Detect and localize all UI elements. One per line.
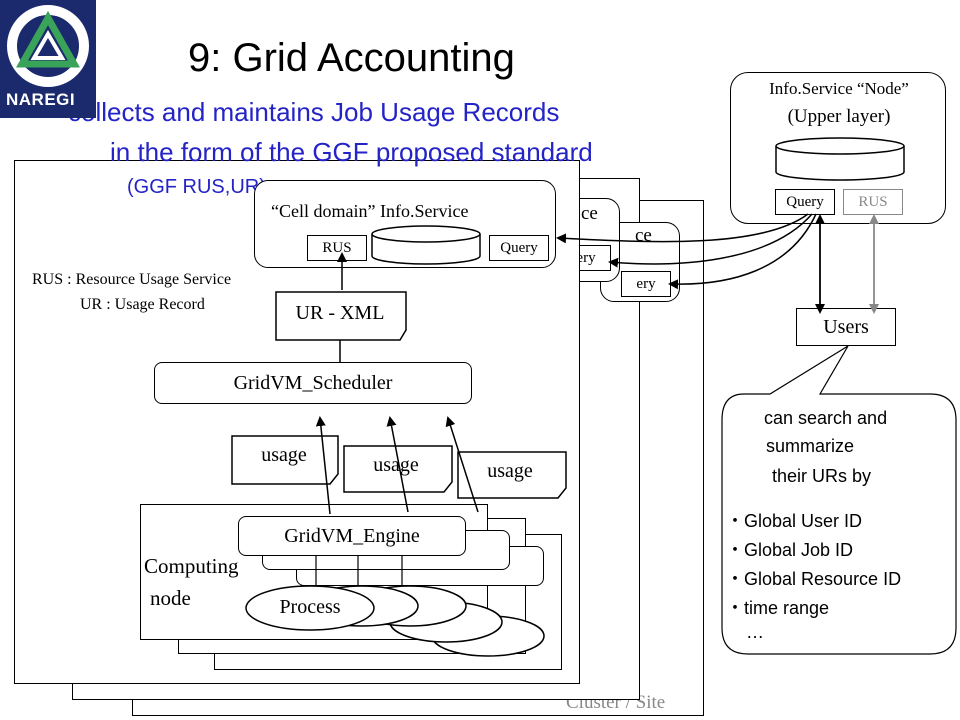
cell-domain-label: “Cell domain” Info.Service (271, 201, 469, 221)
callout-line-1: can search and (764, 408, 888, 428)
computing-node-label-line2: node (150, 586, 191, 610)
computing-node-label-line1: Computing (144, 554, 239, 578)
callout-line-3: their URs by (772, 466, 872, 486)
bullet-icon: ・ (726, 511, 744, 531)
naregi-logo: NAREGI (0, 0, 96, 118)
callout-ellipsis: … (746, 622, 764, 642)
bullet-text: time range (744, 598, 830, 618)
bullet-icon: ・ (726, 598, 744, 618)
bullet-icon: ・ (726, 569, 744, 589)
back-info-service-2: ce ery (600, 222, 680, 302)
process-label: Process (279, 596, 341, 618)
bullet-icon: ・ (726, 540, 744, 560)
gridvm-scheduler: GridVM_Scheduler (154, 362, 472, 404)
callout-bubble (721, 345, 957, 655)
legend-ur: UR : Usage Record (80, 296, 205, 313)
back-info-service-1-label: ce (581, 203, 598, 224)
bullet-text: Global Job ID (744, 540, 854, 560)
upper-service-line2: (Upper layer) (787, 106, 891, 127)
subtitle-line-1: collects and maintains Job Usage Records (68, 97, 560, 127)
ur-xml-doc-shape (275, 291, 407, 341)
subtitle-line-2: in the form of the GGF proposed standard (110, 137, 593, 167)
gridvm-engine: GridVM_Engine (238, 516, 466, 556)
bullet-text: Global Resource ID (744, 569, 902, 589)
callout-line-2: summarize (766, 436, 855, 456)
cell-database-icon (371, 225, 481, 265)
usage-doc-2: usage (373, 454, 419, 476)
page-title: 9: Grid Accounting (188, 36, 515, 80)
bullet-text: Global User ID (744, 511, 863, 531)
upper-query-button[interactable]: Query (775, 189, 835, 215)
usage-doc-shape-3 (457, 451, 567, 499)
cell-query-button[interactable]: Query (489, 235, 549, 261)
callout-bullet-2: ・Global Job ID (726, 536, 853, 562)
process-ellipse-front (245, 585, 375, 631)
usage-doc-shape-1 (231, 435, 339, 485)
back-query-button-2[interactable]: ery (621, 271, 671, 297)
ur-xml-document: UR - XML (295, 302, 385, 324)
callout-bullet-3: ・Global Resource ID (726, 565, 901, 591)
usage-doc-1: usage (261, 444, 307, 466)
callout-bullet-1: ・Global User ID (726, 507, 862, 533)
usage-doc-shape-2 (343, 445, 453, 493)
upper-database-icon (775, 137, 905, 181)
callout-bullet-4: ・time range (726, 594, 829, 620)
subtitle-line-3: (GGF RUS,UR). (127, 176, 272, 198)
users-box: Users (796, 308, 896, 346)
logo-text: NAREGI (6, 90, 76, 109)
legend-rus: RUS : Resource Usage Service (32, 271, 232, 288)
upper-service-line1: Info.Service “Node” (769, 79, 909, 98)
usage-doc-3: usage (487, 460, 533, 482)
logo-emblem-icon (7, 5, 89, 87)
